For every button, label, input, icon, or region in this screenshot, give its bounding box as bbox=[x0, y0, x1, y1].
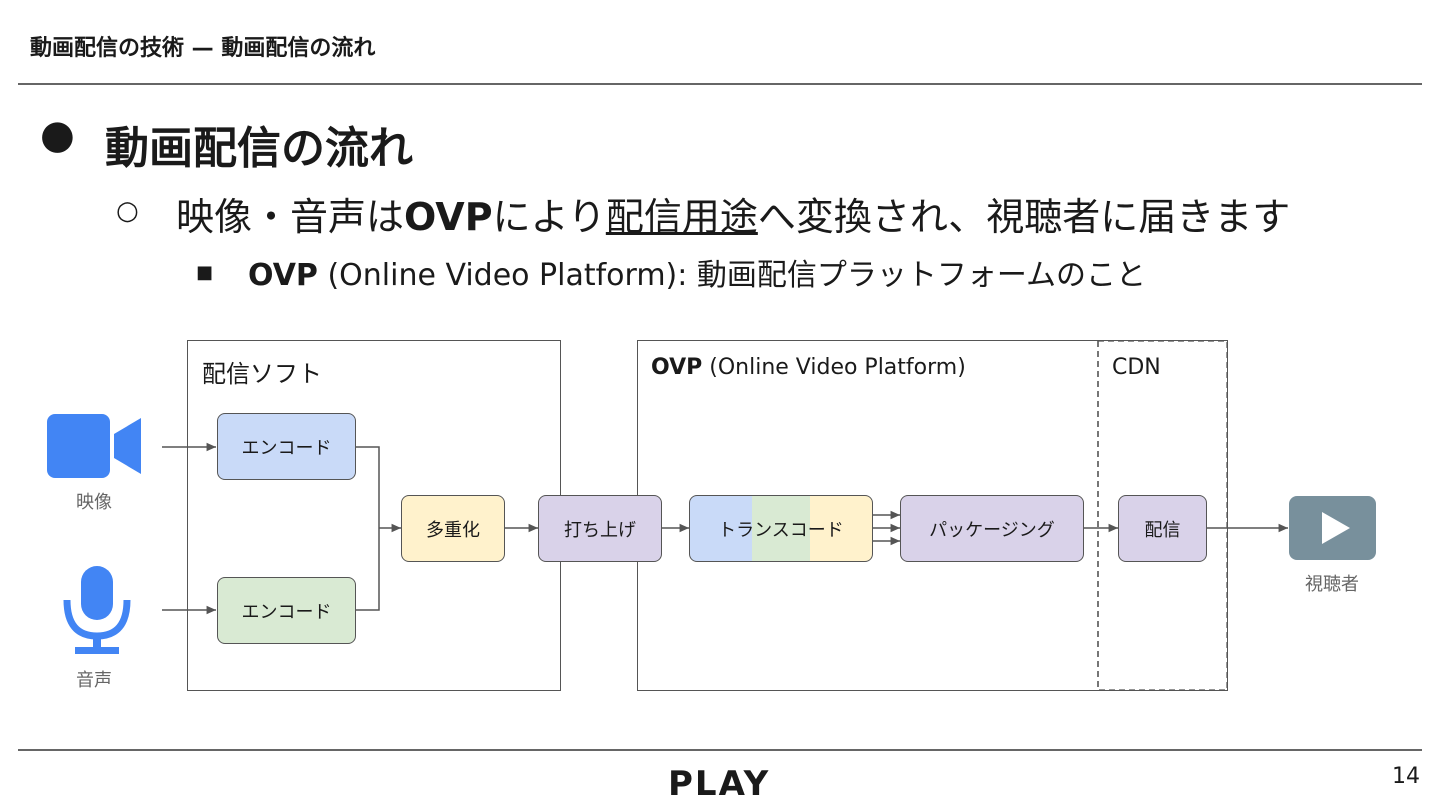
sub-bullet-marker: ○ bbox=[116, 196, 139, 226]
play-icon bbox=[1289, 496, 1376, 560]
text-segment: により bbox=[492, 195, 606, 239]
encode-audio-box: エンコード bbox=[217, 577, 356, 644]
cdn-frame-dashed bbox=[1097, 340, 1228, 691]
text-segment: 映像・音声は bbox=[176, 195, 405, 239]
ingest-box: 打ち上げ bbox=[538, 495, 662, 562]
microphone-icon bbox=[63, 566, 131, 654]
bold-term: OVP bbox=[248, 258, 318, 293]
video-camera-icon bbox=[47, 414, 141, 478]
line-encode2-mux bbox=[355, 528, 380, 611]
transcode-box: トランスコード bbox=[689, 495, 873, 562]
mux-box: 多重化 bbox=[401, 495, 505, 562]
slide-heading: 動画配信の流れ bbox=[105, 123, 413, 174]
line-encode1-mux bbox=[355, 446, 380, 528]
page-number: 14 bbox=[1392, 764, 1420, 789]
encode-video-box: エンコード bbox=[217, 413, 356, 480]
text-segment: (Online Video Platform): 動画配信プラットフォームのこと bbox=[317, 258, 1147, 293]
bold-term: OVP bbox=[404, 195, 493, 239]
text-segment: (Online Video Platform) bbox=[702, 355, 966, 380]
play-logo: PLAY bbox=[668, 764, 771, 804]
sub-bullet-text: 映像・音声はOVPにより配信用途へ変換され、視聴者に届きます bbox=[176, 186, 1290, 241]
ovp-label: OVP (Online Video Platform) bbox=[651, 355, 966, 380]
cdn-label: CDN bbox=[1112, 355, 1161, 380]
header-title: 動画配信の技術 — 動画配信の流れ bbox=[30, 36, 376, 61]
bold-term: OVP bbox=[651, 355, 703, 380]
sub-sub-bullet-marker: ■ bbox=[196, 262, 214, 283]
underlined-term: 配信用途 bbox=[605, 195, 758, 239]
bullet-marker: ● bbox=[40, 112, 75, 158]
software-label: 配信ソフト bbox=[202, 360, 322, 388]
audio-caption: 音声 bbox=[76, 670, 112, 691]
footer-divider bbox=[18, 749, 1422, 751]
viewer-caption: 視聴者 bbox=[1305, 574, 1359, 595]
delivery-box: 配信 bbox=[1118, 495, 1207, 562]
packaging-box: パッケージング bbox=[900, 495, 1084, 562]
header-divider bbox=[18, 83, 1422, 85]
text-segment: へ変換され、視聴者に届きます bbox=[757, 195, 1291, 239]
sub-sub-bullet-text: OVP (Online Video Platform): 動画配信プラットフォー… bbox=[248, 250, 1146, 294]
video-caption: 映像 bbox=[76, 492, 112, 513]
